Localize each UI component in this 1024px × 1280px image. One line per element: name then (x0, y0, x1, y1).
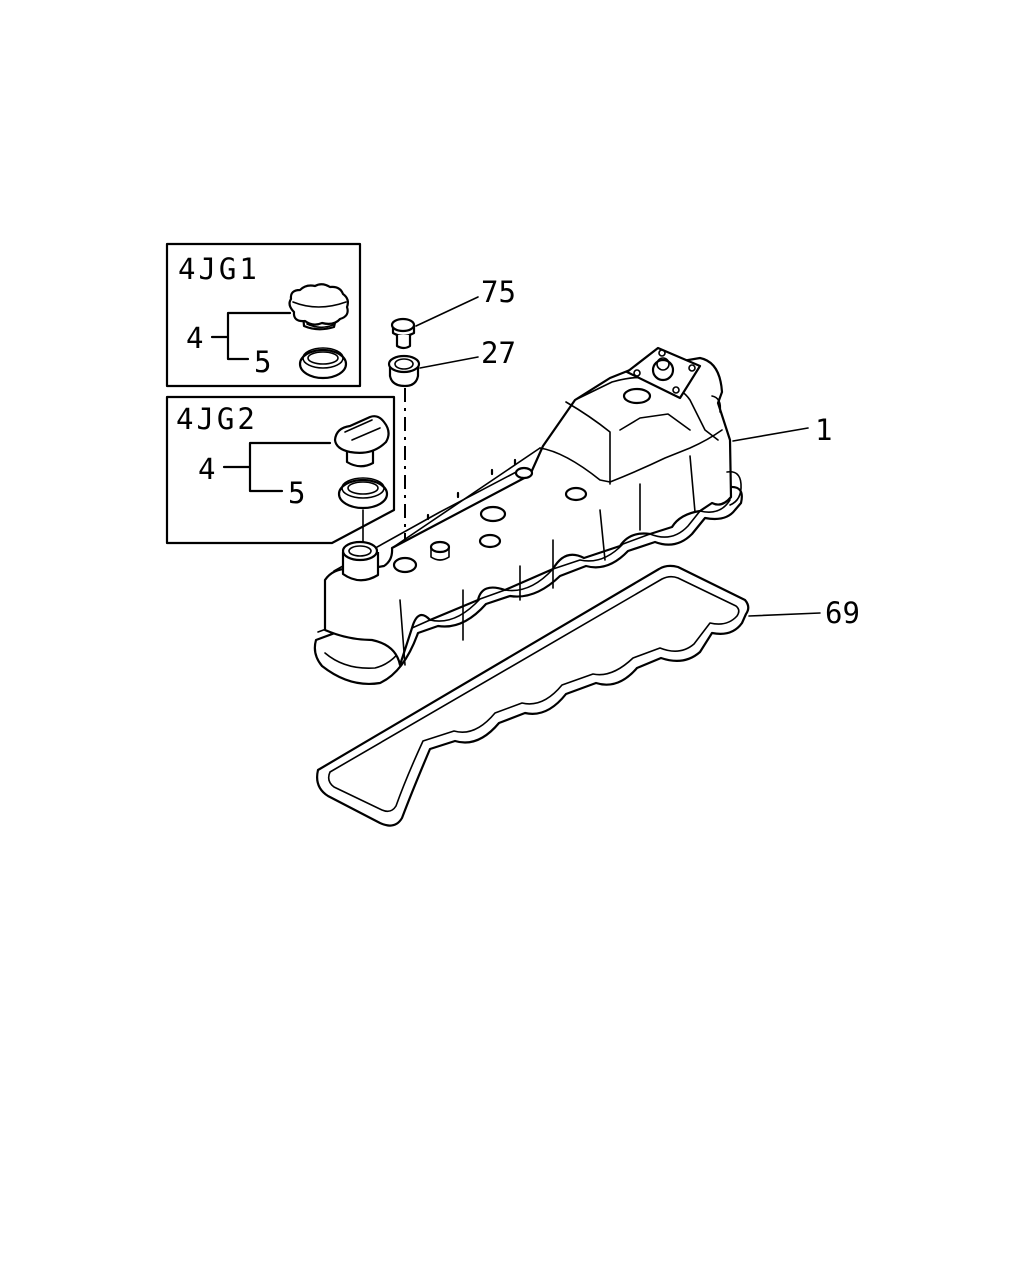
callout-4-4jg1[interactable]: 4 (186, 321, 203, 355)
callout-4-4jg2[interactable]: 4 (198, 452, 215, 486)
bolt-icon (390, 317, 416, 350)
variant-title-4jg2: 4JG2 (176, 402, 258, 436)
callout-5-4jg1[interactable]: 5 (254, 345, 271, 379)
callout-1[interactable]: 1 (815, 413, 832, 447)
filler-cap-wing-icon (333, 415, 390, 468)
gasket-icon (316, 564, 750, 827)
filler-cap-round-icon (288, 283, 349, 331)
head-cover-icon (313, 346, 743, 685)
grommet-icon (387, 354, 421, 388)
o-ring-4jg2-icon (337, 477, 389, 510)
o-ring-4jg1-icon (298, 347, 348, 380)
callout-27[interactable]: 27 (481, 336, 516, 370)
callout-75[interactable]: 75 (481, 275, 516, 309)
variant-title-4jg1: 4JG1 (178, 252, 260, 286)
variant-box-4jg1: 4JG1 4 5 (165, 242, 362, 388)
callout-69[interactable]: 69 (825, 596, 860, 630)
variant-box-4jg2: 4JG2 4 5 (165, 395, 396, 545)
callout-5-4jg2[interactable]: 5 (288, 476, 305, 510)
